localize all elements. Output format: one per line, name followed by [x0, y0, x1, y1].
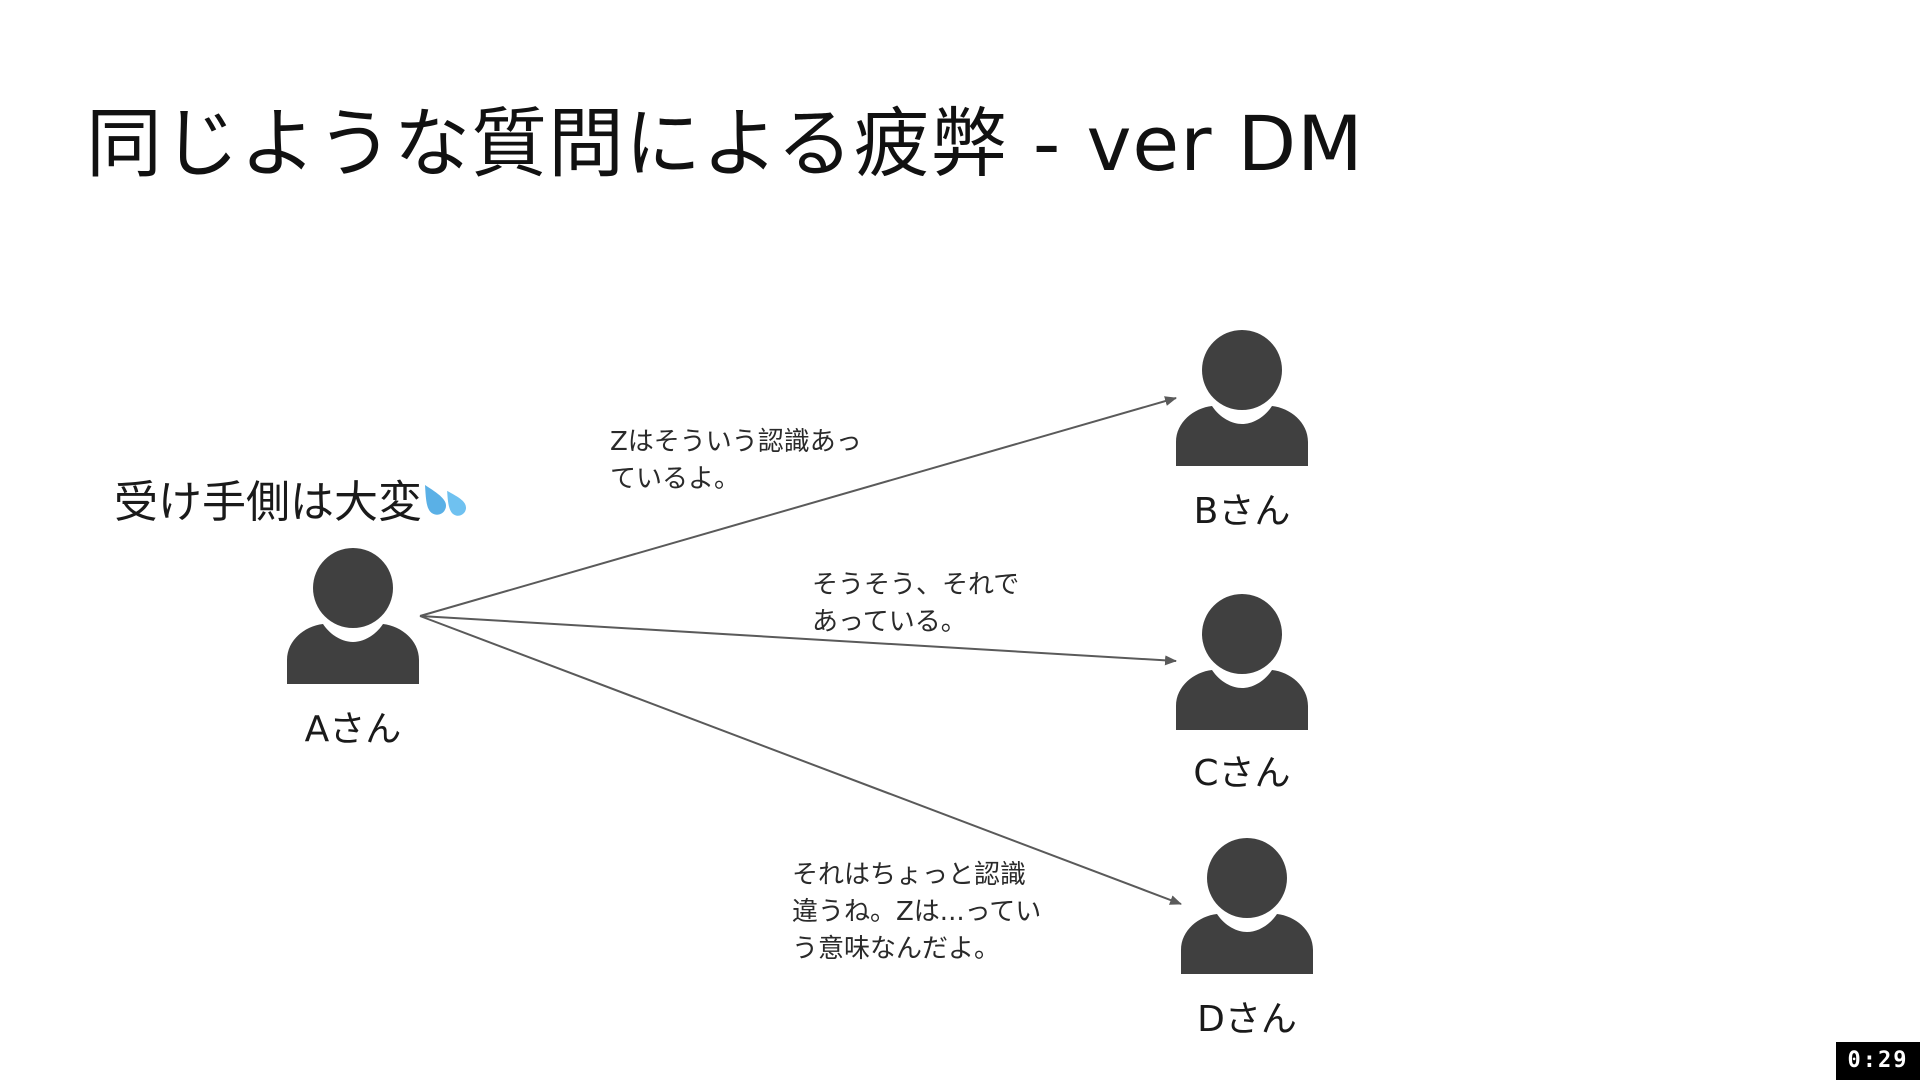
- person-c-icon: [1176, 594, 1312, 730]
- arrow-a-to-b: [419, 396, 1177, 617]
- receiver-note: 受け手側は大変: [114, 466, 472, 533]
- sweat-droplets-icon: [424, 478, 472, 533]
- video-timestamp: 0:29: [1836, 1042, 1920, 1080]
- message-to-b: Zはそういう認識あっ ているよ。: [610, 424, 862, 498]
- person-c-label: Cさん: [1193, 753, 1291, 794]
- receiver-note-text: 受け手側は大変: [114, 477, 422, 528]
- message-to-c-line: あっている。: [812, 607, 967, 637]
- message-to-c: そうそう、それで あっている。: [812, 567, 1019, 641]
- message-to-d-line: う意味なんだよ。: [792, 934, 1001, 964]
- arrow-a-to-d: [419, 615, 1182, 905]
- person-b-icon: [1176, 330, 1312, 466]
- person-a-label: Aさん: [304, 709, 402, 750]
- message-to-d: それはちょっと認識 違うね。Zは...ってい う意味なんだよ。: [792, 857, 1041, 968]
- message-to-b-line: Zはそういう認識あっ: [610, 427, 862, 457]
- slide-title: 同じような質問による疲弊 - ver DM: [86, 99, 1364, 188]
- arrow-a-to-c: [419, 615, 1177, 666]
- message-to-b-line: ているよ。: [610, 464, 741, 494]
- person-d-icon: [1181, 838, 1317, 974]
- message-to-d-line: 違うね。Zは...ってい: [792, 897, 1042, 927]
- person-b-label: Bさん: [1193, 491, 1291, 532]
- message-to-c-line: そうそう、それで: [812, 570, 1020, 600]
- message-to-d-line: それはちょっと認識: [792, 860, 1027, 890]
- person-a-icon: [287, 548, 423, 684]
- person-d-label: Dさん: [1197, 999, 1297, 1040]
